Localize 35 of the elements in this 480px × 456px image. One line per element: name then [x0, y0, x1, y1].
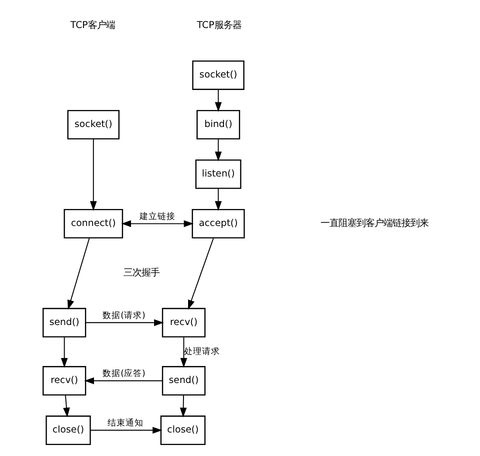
arrow: [214, 138, 222, 162]
node-box: send(): [161, 366, 206, 396]
node-box: recv(): [161, 308, 206, 338]
arrow: [188, 238, 214, 310]
arrow: [60, 336, 68, 368]
arrow: [89, 426, 162, 434]
arrow: [84, 319, 164, 326]
arrow: [62, 394, 70, 418]
node-box: close(): [160, 416, 206, 445]
node-box: recv(): [42, 366, 86, 396]
arrow: [120, 220, 194, 228]
edge-label: 建立链接: [138, 212, 175, 222]
label: 三次握手: [122, 268, 159, 279]
arrow: [214, 188, 222, 211]
node-box: close(): [45, 416, 90, 445]
arrow: [90, 138, 96, 211]
label: TCP服务器: [196, 20, 241, 32]
edge-label: 数据(请求): [102, 310, 145, 321]
node-box: listen(): [194, 159, 241, 189]
edge-label: 数据(应答): [102, 368, 145, 379]
edge-label: 处理请求: [183, 346, 220, 357]
arrow: [180, 336, 187, 368]
node-box: accept(): [191, 208, 244, 238]
arrow: [179, 394, 186, 418]
node-box: socket(): [66, 110, 120, 140]
arrow: [84, 377, 162, 384]
edge-label: 结束通知: [107, 418, 144, 428]
arrow: [214, 89, 222, 112]
node-box: send(): [42, 308, 86, 338]
label: TCP客户端: [70, 20, 114, 32]
arrow: [66, 238, 90, 310]
node-box: bind(): [196, 110, 240, 140]
node-box: connect(): [63, 208, 123, 238]
node-box: socket(): [192, 60, 244, 90]
label: 一直阻塞到客户端链接到来: [320, 218, 428, 230]
